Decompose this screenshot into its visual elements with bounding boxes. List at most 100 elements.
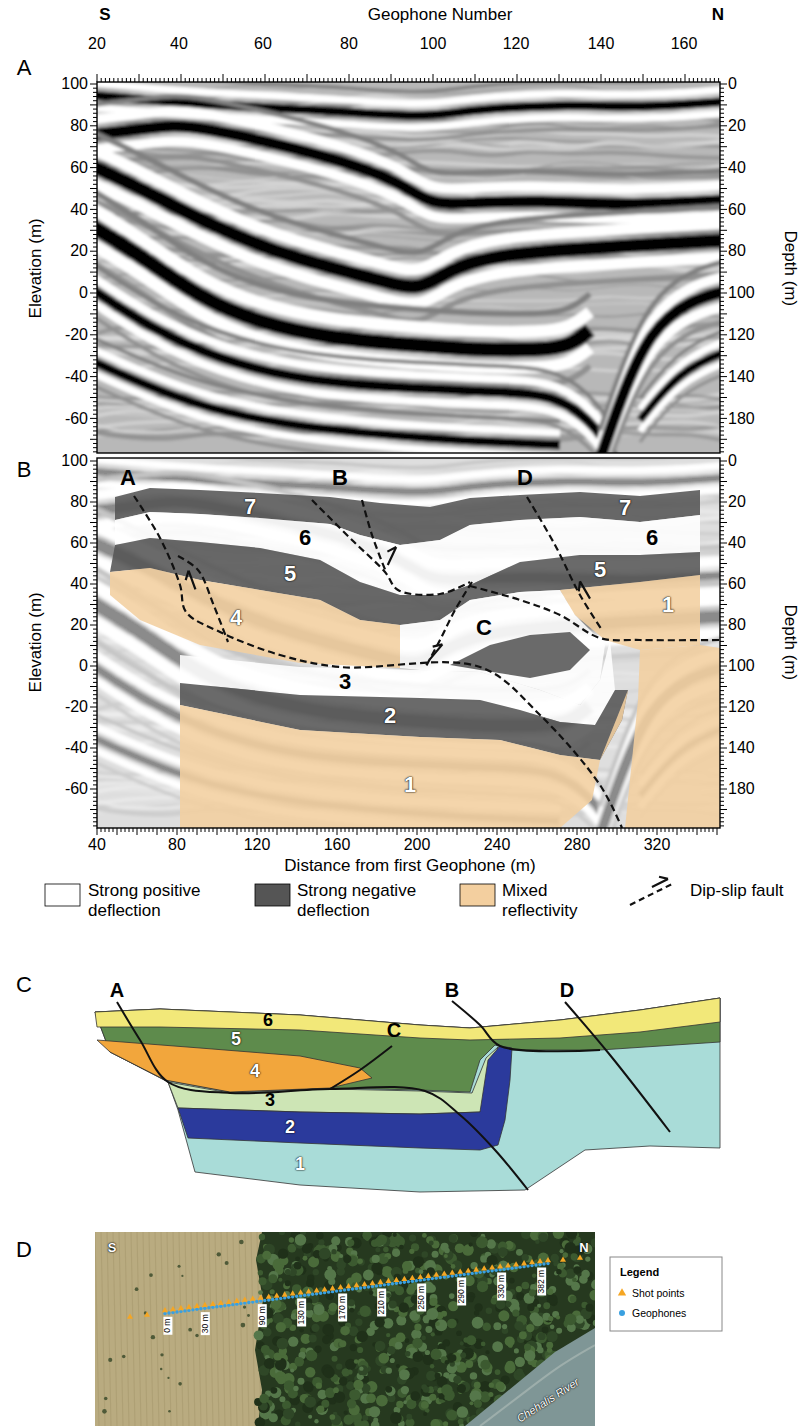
tick-mark (449, 828, 450, 832)
tree-crown (405, 1351, 411, 1357)
tick-mark (485, 828, 486, 832)
tick-mark (337, 828, 338, 835)
tick-mark (143, 78, 144, 82)
tree-crown (315, 1345, 322, 1352)
tick-mark (496, 78, 497, 82)
tick-mark (93, 238, 97, 239)
geophone (411, 1280, 414, 1283)
seismic-section (97, 82, 720, 453)
tick-mark (90, 666, 97, 667)
tick-mark (473, 828, 474, 832)
tick-mark (93, 489, 97, 490)
tick-mark (340, 78, 341, 82)
tree-crown (509, 1278, 515, 1284)
tick-mark (720, 338, 724, 339)
tree-crown (585, 1256, 590, 1261)
tick-mark (293, 828, 294, 832)
tick-mark (90, 293, 97, 294)
tick-mark (113, 78, 114, 82)
tick-mark (720, 84, 727, 85)
tree-crown (279, 1396, 285, 1402)
tree-crown (339, 1340, 346, 1347)
tick-mark (697, 828, 698, 835)
tick-mark (253, 828, 254, 832)
tree-crown (254, 1330, 264, 1340)
geophone (275, 1297, 278, 1300)
tick-mark (720, 743, 724, 744)
tick-mark (252, 78, 253, 82)
tree-crown (405, 1338, 410, 1343)
tick-mark (93, 414, 97, 415)
tree-crown (421, 1401, 428, 1408)
tick-mark (454, 78, 455, 82)
tree-crown (441, 1243, 449, 1251)
tick-mark (720, 255, 724, 256)
tick-mark (542, 78, 543, 82)
tree-crown (486, 1239, 495, 1248)
tree-crown (431, 1349, 442, 1360)
tree-crown (542, 1326, 549, 1333)
field-stripe (245, 1232, 249, 1426)
geophone (331, 1290, 334, 1293)
tick-mark (573, 828, 574, 832)
tick-mark (93, 473, 97, 474)
tree-crown (485, 1350, 489, 1354)
tick-mark (307, 74, 308, 82)
tick-mark (672, 78, 673, 82)
tick-mark (417, 828, 418, 835)
tree-crown (289, 1237, 294, 1242)
tree-crown (188, 1328, 192, 1332)
tick-mark (105, 78, 106, 82)
tick-mark (239, 78, 240, 82)
tick-mark (298, 78, 299, 82)
tick-mark (720, 674, 724, 675)
tick-mark (385, 828, 386, 832)
tree-crown (474, 1310, 479, 1315)
tree-crown (308, 1415, 312, 1419)
geophone (183, 1309, 186, 1312)
tree-crown (435, 1319, 447, 1331)
tree-crown (559, 1249, 563, 1253)
geophone (383, 1283, 386, 1286)
shot-point (162, 1307, 168, 1312)
tree-crown (532, 1274, 536, 1278)
tree-crown (410, 1391, 420, 1401)
tick-mark (720, 502, 727, 503)
tick-mark (720, 690, 724, 691)
tree-crown (383, 1247, 388, 1252)
tick-mark (497, 828, 498, 835)
tree-crown (550, 1325, 555, 1330)
tick-mark (701, 78, 702, 82)
seismic-reflector (97, 336, 560, 421)
tree-crown (493, 1322, 501, 1330)
tree-crown (243, 1305, 246, 1308)
tick-mark (93, 368, 97, 369)
tick-mark (90, 461, 97, 462)
tick-mark (720, 473, 724, 474)
tick-mark (90, 645, 97, 646)
tick-mark (93, 534, 97, 535)
tick-mark (659, 78, 660, 82)
tick-mark (685, 74, 686, 82)
tick-mark (365, 78, 366, 82)
tree-crown (535, 1239, 539, 1243)
tick-mark (720, 171, 724, 172)
tick-mark (720, 584, 727, 585)
tree-crown (593, 1320, 595, 1327)
tick-mark (584, 78, 585, 82)
tree-crown (108, 1358, 112, 1362)
tick-mark (537, 828, 538, 835)
tick-mark (720, 616, 724, 617)
tick-mark (521, 78, 522, 82)
tick-mark (720, 117, 724, 118)
tick-mark (720, 625, 727, 626)
tree-crown (413, 1351, 424, 1362)
tree-crown (458, 1419, 464, 1425)
tick-mark (329, 828, 330, 832)
tick-mark (118, 78, 119, 82)
tick-mark (90, 104, 97, 105)
tick-mark (403, 78, 404, 82)
tick-mark (223, 74, 224, 82)
tick-mark (93, 121, 97, 122)
tick-mark (525, 78, 526, 82)
